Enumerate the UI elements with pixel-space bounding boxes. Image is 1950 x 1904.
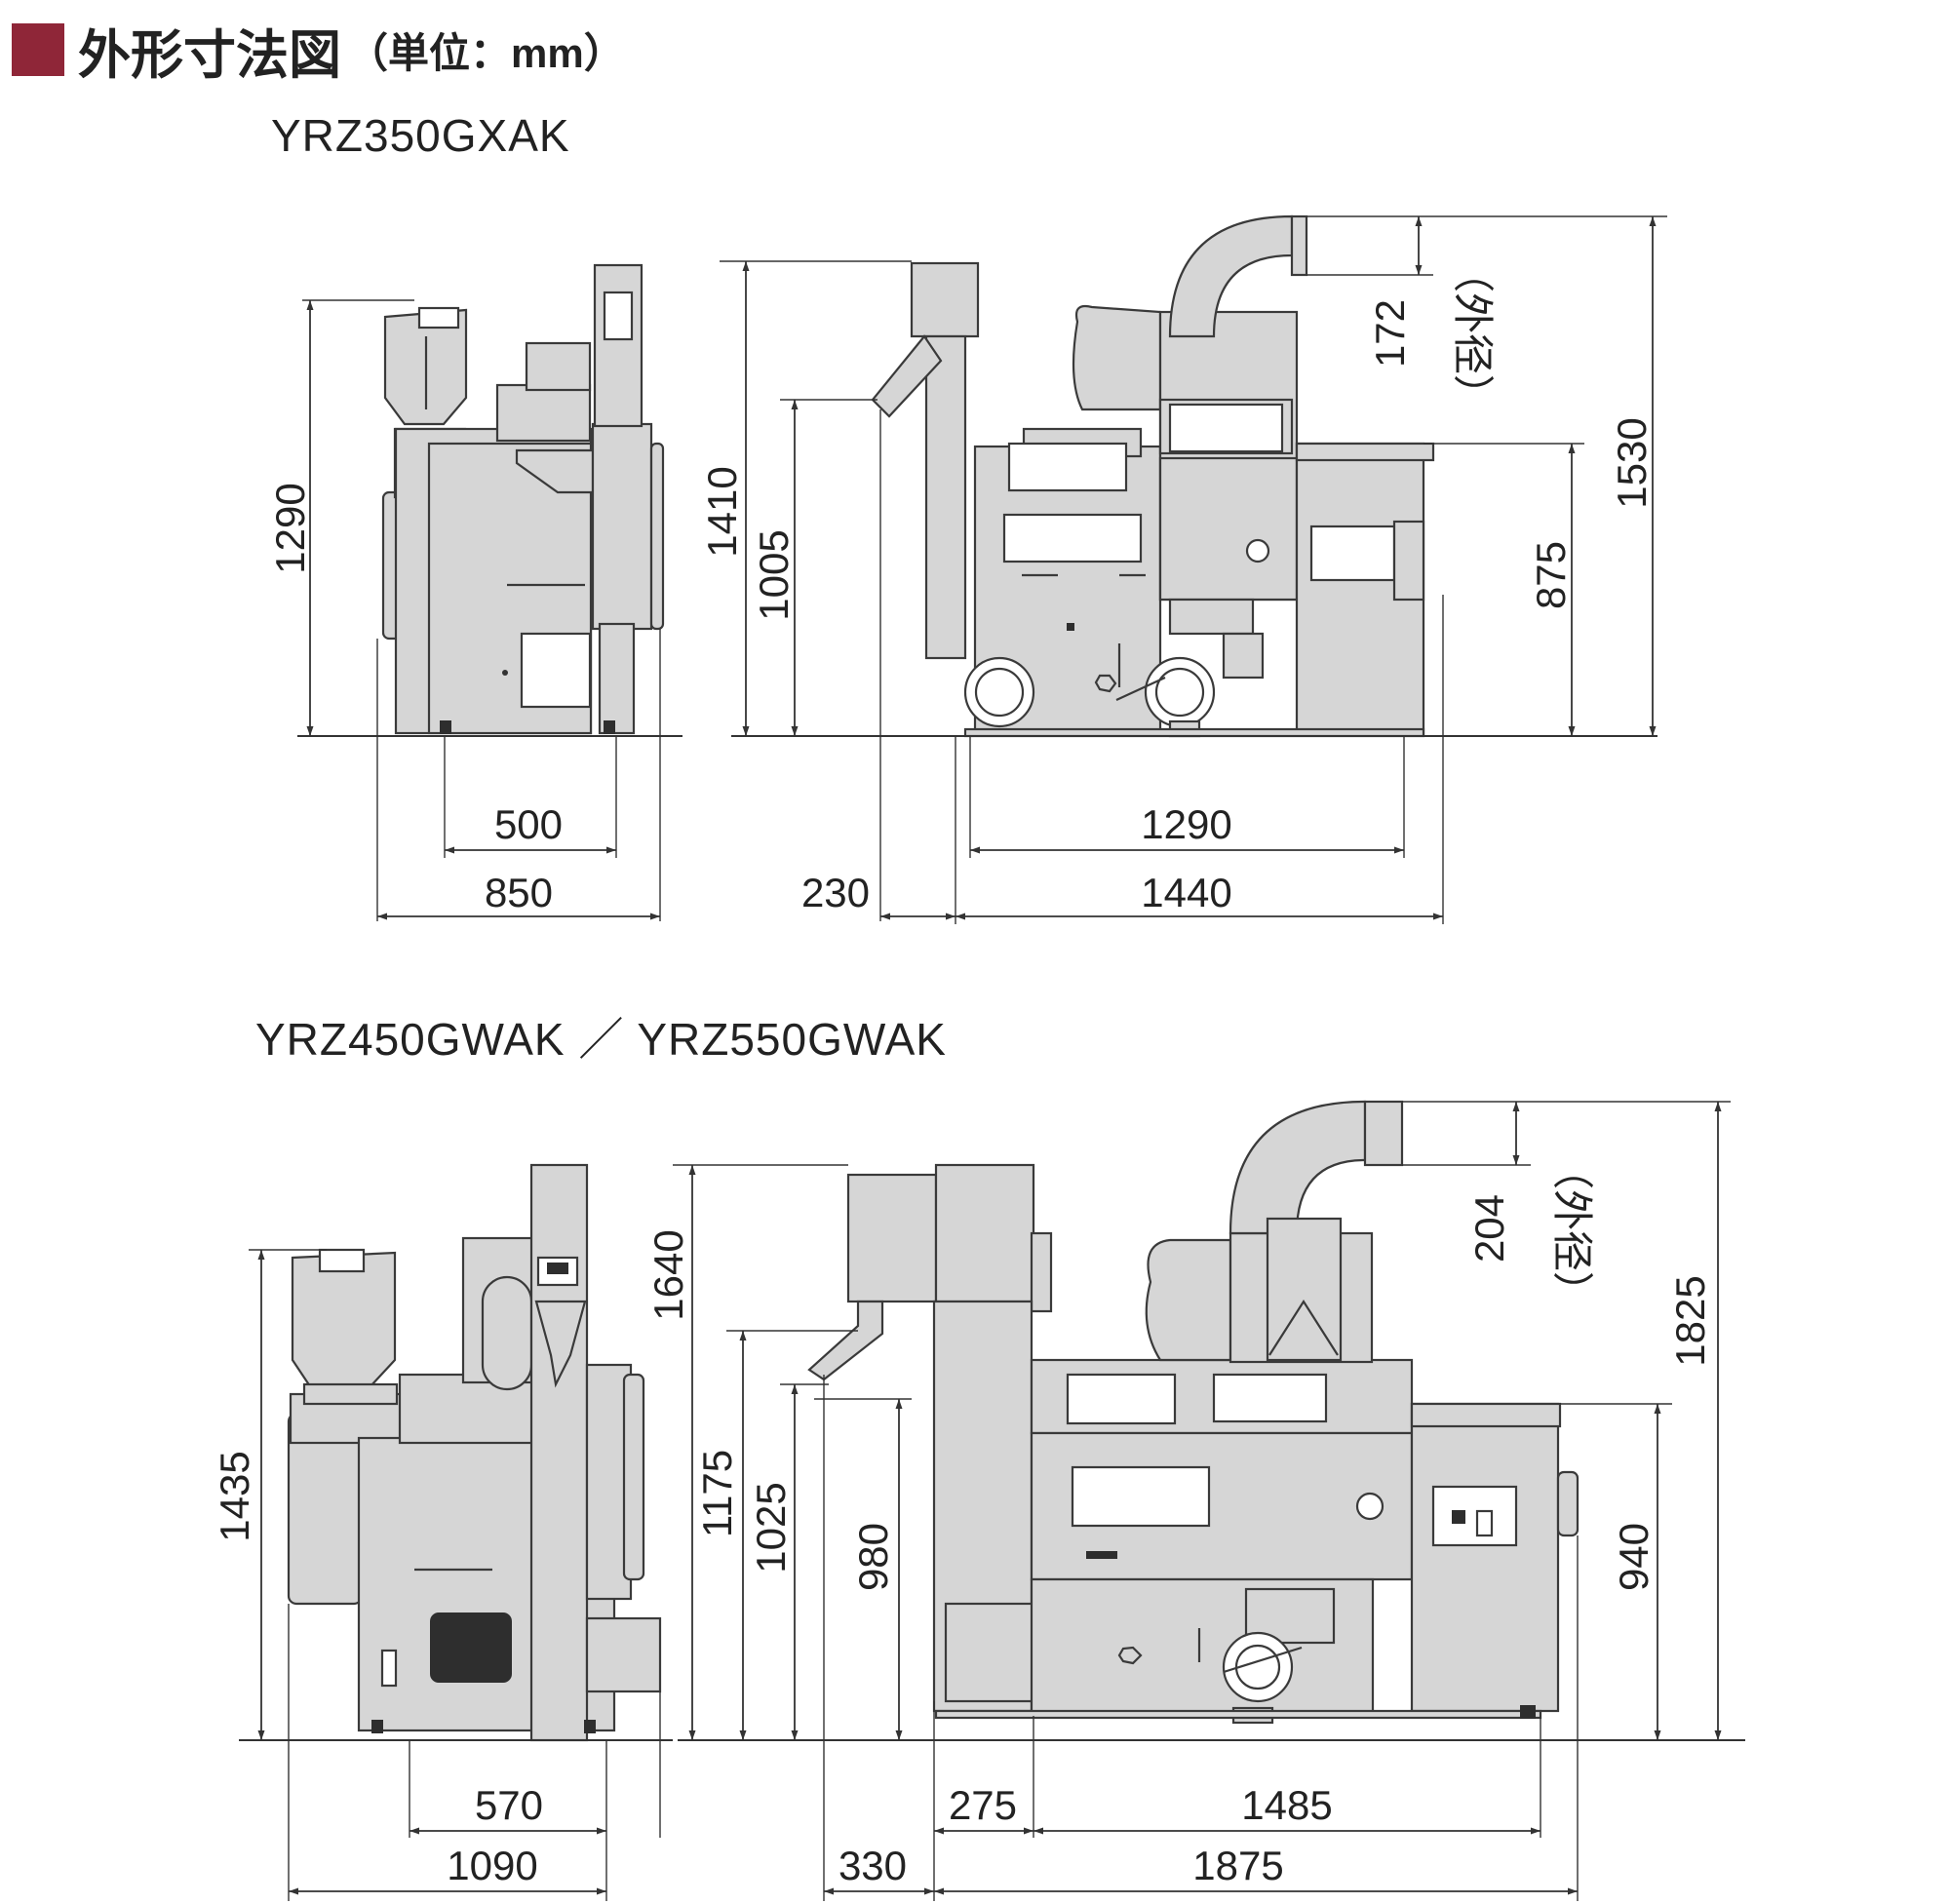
dim-duct-note-label: （外径） <box>1450 252 1496 415</box>
dim-hopper-height-label: 1410 <box>699 466 745 557</box>
dim-body-length-label-2: 1485 <box>1241 1782 1332 1828</box>
front-view-machine-2 <box>807 1100 1580 1725</box>
dim-body-length-label: 1290 <box>1141 801 1231 847</box>
dim-spout-a-label: 1175 <box>694 1450 740 1537</box>
section-header: 外形寸法図 （単位：mm） <box>12 18 625 85</box>
dim-duct-diameter-label: 172 <box>1367 299 1413 368</box>
dim-spout-b-label: 1025 <box>748 1482 794 1573</box>
model-name-2: YRZ450GWAK ／ YRZ550GWAK <box>255 1014 947 1065</box>
dim-total-height-label: 1530 <box>1609 417 1655 508</box>
dim-hopper-height-label-2: 1640 <box>645 1229 691 1320</box>
dim-offset-label: 230 <box>801 870 870 915</box>
dim-height-label-2: 1435 <box>212 1451 257 1541</box>
dim-duct-diameter-label-2: 204 <box>1466 1194 1512 1263</box>
section-title: 外形寸法図 <box>78 25 341 85</box>
dimensions-front-1: 1410 1005 172 （外径） 875 1530 1290 230 144… <box>699 215 1667 924</box>
dim-total-length-label-2: 1875 <box>1192 1843 1283 1888</box>
model-name-1: YRZ350GXAK <box>271 110 570 161</box>
dim-offset-left-label: 275 <box>949 1782 1017 1828</box>
front-view-machine-1 <box>871 214 1435 738</box>
side-view-machine-2 <box>287 1163 662 1742</box>
section-marker-square <box>12 23 64 76</box>
dim-width-inner-label: 500 <box>494 801 563 847</box>
dimensions-side-2: 1435 570 1090 <box>212 1249 673 1901</box>
dim-duct-note-label-2: （外径） <box>1549 1148 1595 1312</box>
dim-table-height-label: 875 <box>1528 541 1574 609</box>
side-view-machine-1 <box>381 263 665 735</box>
dim-offset-label-2: 330 <box>838 1843 907 1888</box>
dim-total-length-label: 1440 <box>1141 870 1231 915</box>
dim-width-inner-label-2: 570 <box>475 1782 543 1828</box>
unit-note: （単位：mm） <box>347 29 625 76</box>
dimensions-front-2: 1640 1175 1025 980 204 （外径） 940 1825 275… <box>645 1101 1745 1901</box>
dim-width-total-label-2: 1090 <box>447 1843 537 1888</box>
dim-height-label: 1290 <box>267 483 313 573</box>
dim-table-height-label-2: 940 <box>1611 1523 1657 1591</box>
dim-spout-c-label: 980 <box>850 1523 896 1591</box>
dim-spout-height-label: 1005 <box>751 529 797 620</box>
dim-width-total-label: 850 <box>485 870 553 915</box>
dim-total-height-label-2: 1825 <box>1667 1275 1713 1366</box>
dimensions-side-1: 1290 500 850 <box>267 299 682 921</box>
